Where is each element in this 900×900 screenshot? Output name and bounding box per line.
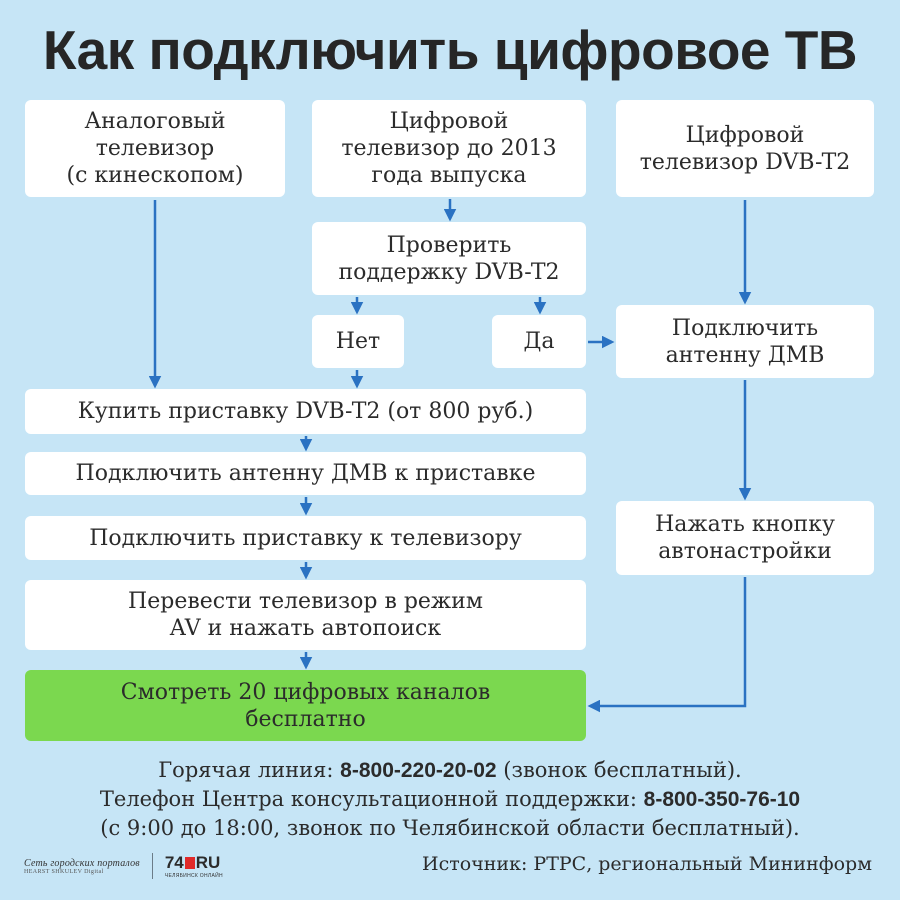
box-digital-tv-dvbt2-label: Цифровой телевизор DVB-T2: [639, 122, 851, 175]
box-analog-tv: Аналоговый телевизор (с кинескопом): [25, 100, 285, 197]
page-title: Как подключить цифровое ТВ: [42, 19, 858, 81]
support-hours-line: (с 9:00 до 18:00, звонок по Челябинской …: [0, 815, 900, 842]
box-check-support: Проверить поддержку DVB-T2: [312, 222, 586, 295]
box-no: Нет: [312, 315, 404, 368]
box-buy-receiver: Купить приставку DVB-T2 (от 800 руб.): [25, 389, 586, 434]
box-no-label: Нет: [335, 329, 381, 354]
box-yes: Да: [492, 315, 586, 368]
support-center-line: Телефон Центра консультационной поддержк…: [0, 786, 900, 813]
logos: Сеть городских порталов HEARST SHKULEV D…: [24, 850, 223, 882]
box-digital-tv-2013-label: Цифровой телевизор до 2013 года выпуска: [341, 109, 557, 188]
hotline-note: (звонок бесплатный).: [496, 758, 742, 782]
box-connect-receiver-to-tv: Подключить приставку к телевизору: [25, 516, 586, 560]
brand-logo: 74 RU ЧЕЛЯБИНСК ОНЛАЙН: [165, 853, 223, 879]
arrow-autotune-to-watch: [587, 577, 747, 713]
box-connect-receiver-to-tv-label: Подключить приставку к телевизору: [89, 525, 522, 551]
source-note: Источник: РТРС, региональный Мининформ: [422, 853, 872, 875]
box-connect-antenna-to-receiver: Подключить антенну ДМВ к приставке: [25, 452, 586, 495]
box-connect-antenna-to-receiver-label: Подключить антенну ДМВ к приставке: [75, 461, 536, 486]
hotline-phone: 8-800-220-20-02: [340, 759, 497, 782]
hotline-line: Горячая линия: 8-800-220-20-02 (звонок б…: [0, 757, 900, 784]
brand-logo-left: 74: [164, 853, 184, 872]
box-watch-channels: Смотреть 20 цифровых каналов бесплатно: [25, 670, 586, 741]
brand-flag-icon: [184, 857, 195, 869]
box-press-autotune: Нажать кнопку автонастройки: [616, 501, 874, 575]
box-digital-tv-2013: Цифровой телевизор до 2013 года выпуска: [312, 100, 586, 197]
box-switch-av: Перевести телевизор в режим AV и нажать …: [25, 580, 586, 650]
box-watch-channels-label: Смотреть 20 цифровых каналов бесплатно: [120, 679, 491, 732]
brand-logo-right: RU: [195, 853, 221, 872]
box-buy-receiver-label: Купить приставку DVB-T2 (от 800 руб.): [77, 399, 534, 424]
network-logo-line1: Сеть городских порталов: [24, 857, 140, 869]
brand-logo-sub: ЧЕЛЯБИНСК ОНЛАЙН: [164, 873, 223, 879]
support-center-phone: 8-800-350-76-10: [643, 788, 801, 811]
support-hours: (с 9:00 до 18:00, звонок по Челябинской …: [100, 816, 800, 840]
network-logo-line2: HEARST SHKULEV Digital: [24, 868, 104, 875]
box-yes-label: Да: [523, 329, 555, 354]
box-analog-tv-label: Аналоговый телевизор (с кинескопом): [66, 109, 244, 188]
network-logo: Сеть городских порталов HEARST SHKULEV D…: [24, 858, 140, 875]
box-digital-tv-dvbt2: Цифровой телевизор DVB-T2: [616, 100, 874, 197]
hotline-label: Горячая линия:: [158, 758, 341, 782]
logo-divider: [151, 853, 153, 879]
box-connect-antenna: Подключить антенну ДМВ: [616, 305, 874, 378]
box-switch-av-label: Перевести телевизор в режим AV и нажать …: [128, 589, 483, 641]
box-connect-antenna-label: Подключить антенну ДМВ: [665, 315, 825, 368]
support-center-label: Телефон Центра консультационной поддержк…: [99, 787, 644, 811]
box-press-autotune-label: Нажать кнопку автонастройки: [655, 512, 835, 564]
box-check-support-label: Проверить поддержку DVB-T2: [338, 232, 560, 285]
